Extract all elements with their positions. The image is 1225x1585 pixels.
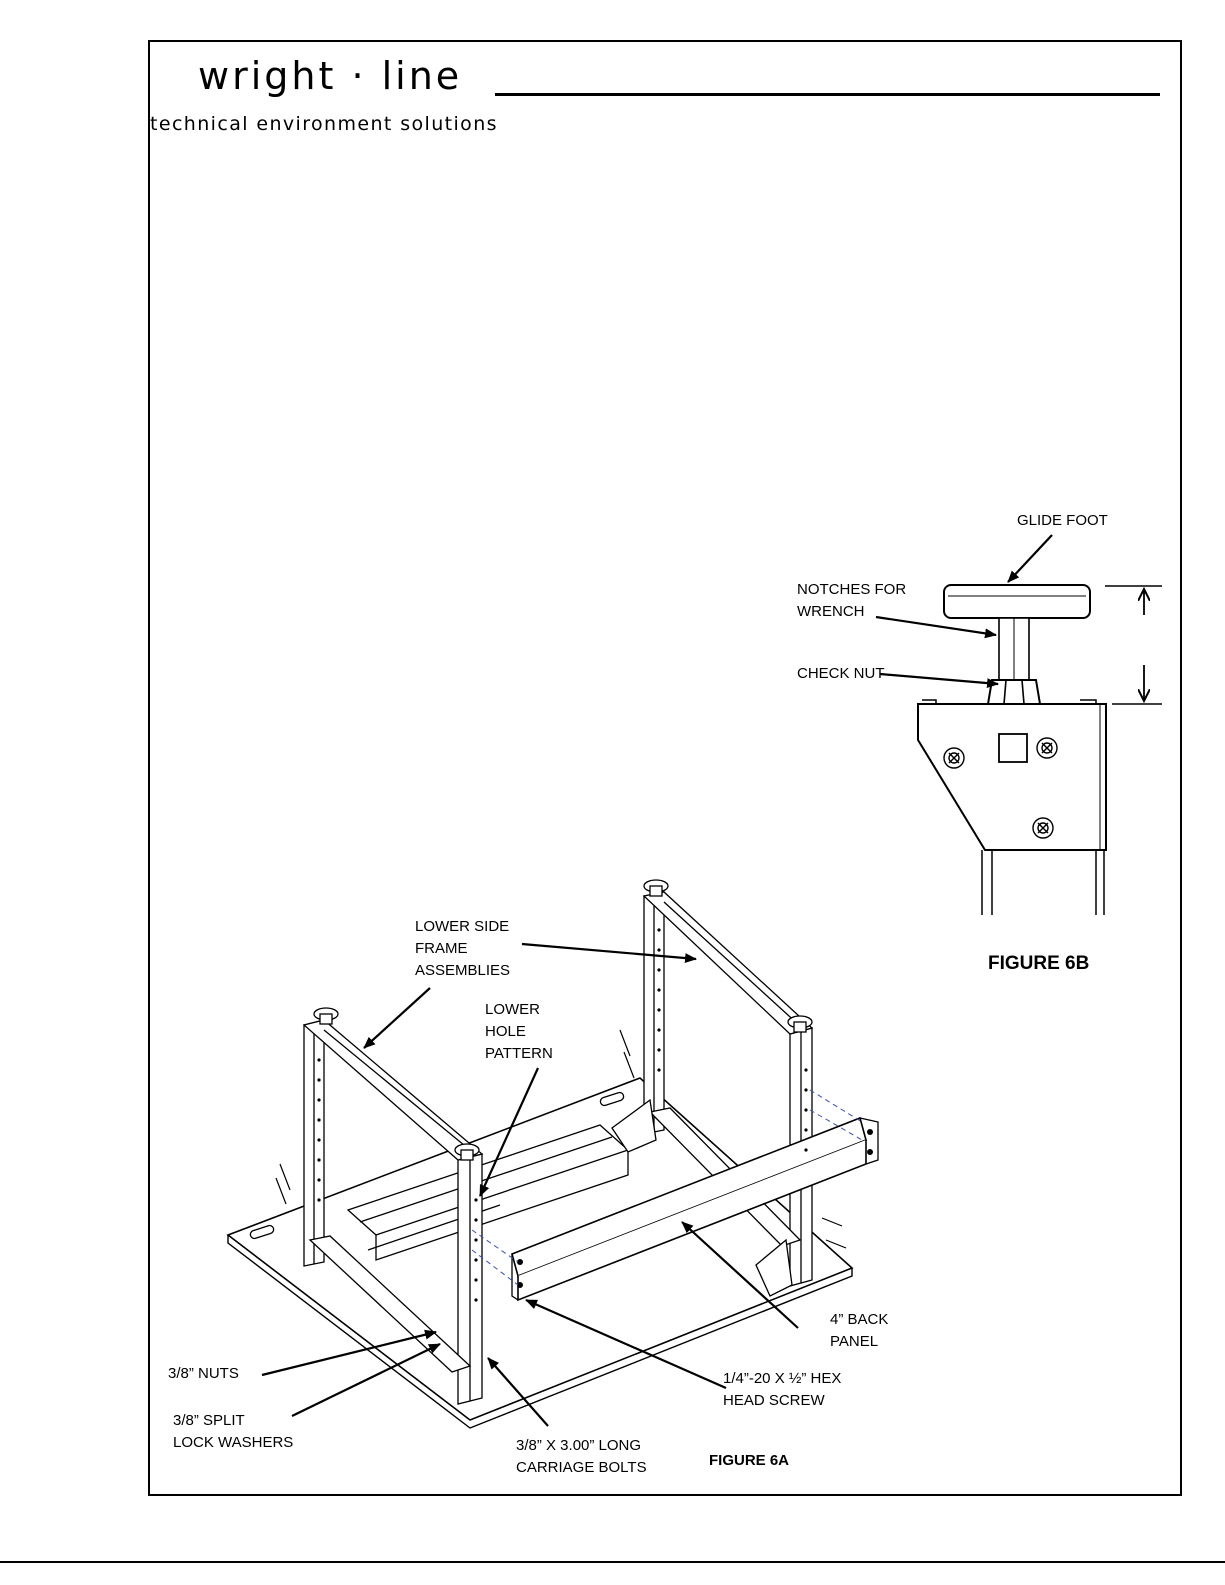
label-check-nut: CHECK NUT [797,663,885,685]
leader-lower-side-frame-left [364,988,430,1048]
label-split-lock-washers: 3/8” SPLIT LOCK WASHERS [173,1410,293,1454]
right-top-rail [644,892,812,1034]
label-carriage-bolts: 3/8” X 3.00” LONG CARRIAGE BOLTS [516,1435,647,1479]
label-lower-hole-pattern: LOWER HOLE PATTERN [485,999,553,1065]
corner-bracket [918,704,1106,850]
label-glide-foot: GLIDE FOOT [1017,510,1108,532]
glide-foot-pad [944,585,1090,618]
label-back-panel: 4” BACK PANEL [830,1309,888,1353]
square-hole [999,734,1027,762]
figure-6a-drawing [228,880,878,1428]
leader-check-nut [880,674,998,684]
figure-6b-drawing [918,585,1162,915]
label-lower-side-frame-assemblies: LOWER SIDE FRAME ASSEMBLIES [415,916,510,982]
label-nuts: 3/8” NUTS [168,1363,239,1385]
label-notches-for-wrench: NOTCHES FOR WRENCH [797,579,906,623]
leader-glide-foot [1008,535,1052,582]
label-hex-head-screw: 1/4”-20 X ½” HEX HEAD SCREW [723,1368,841,1412]
caption-figure-6a: FIGURE 6A [709,1452,789,1469]
frame-post [982,850,1104,915]
leader-lower-side-frame-right [522,944,696,959]
caption-figure-6b: FIGURE 6B [988,953,1089,975]
left-top-rail [304,1020,482,1160]
